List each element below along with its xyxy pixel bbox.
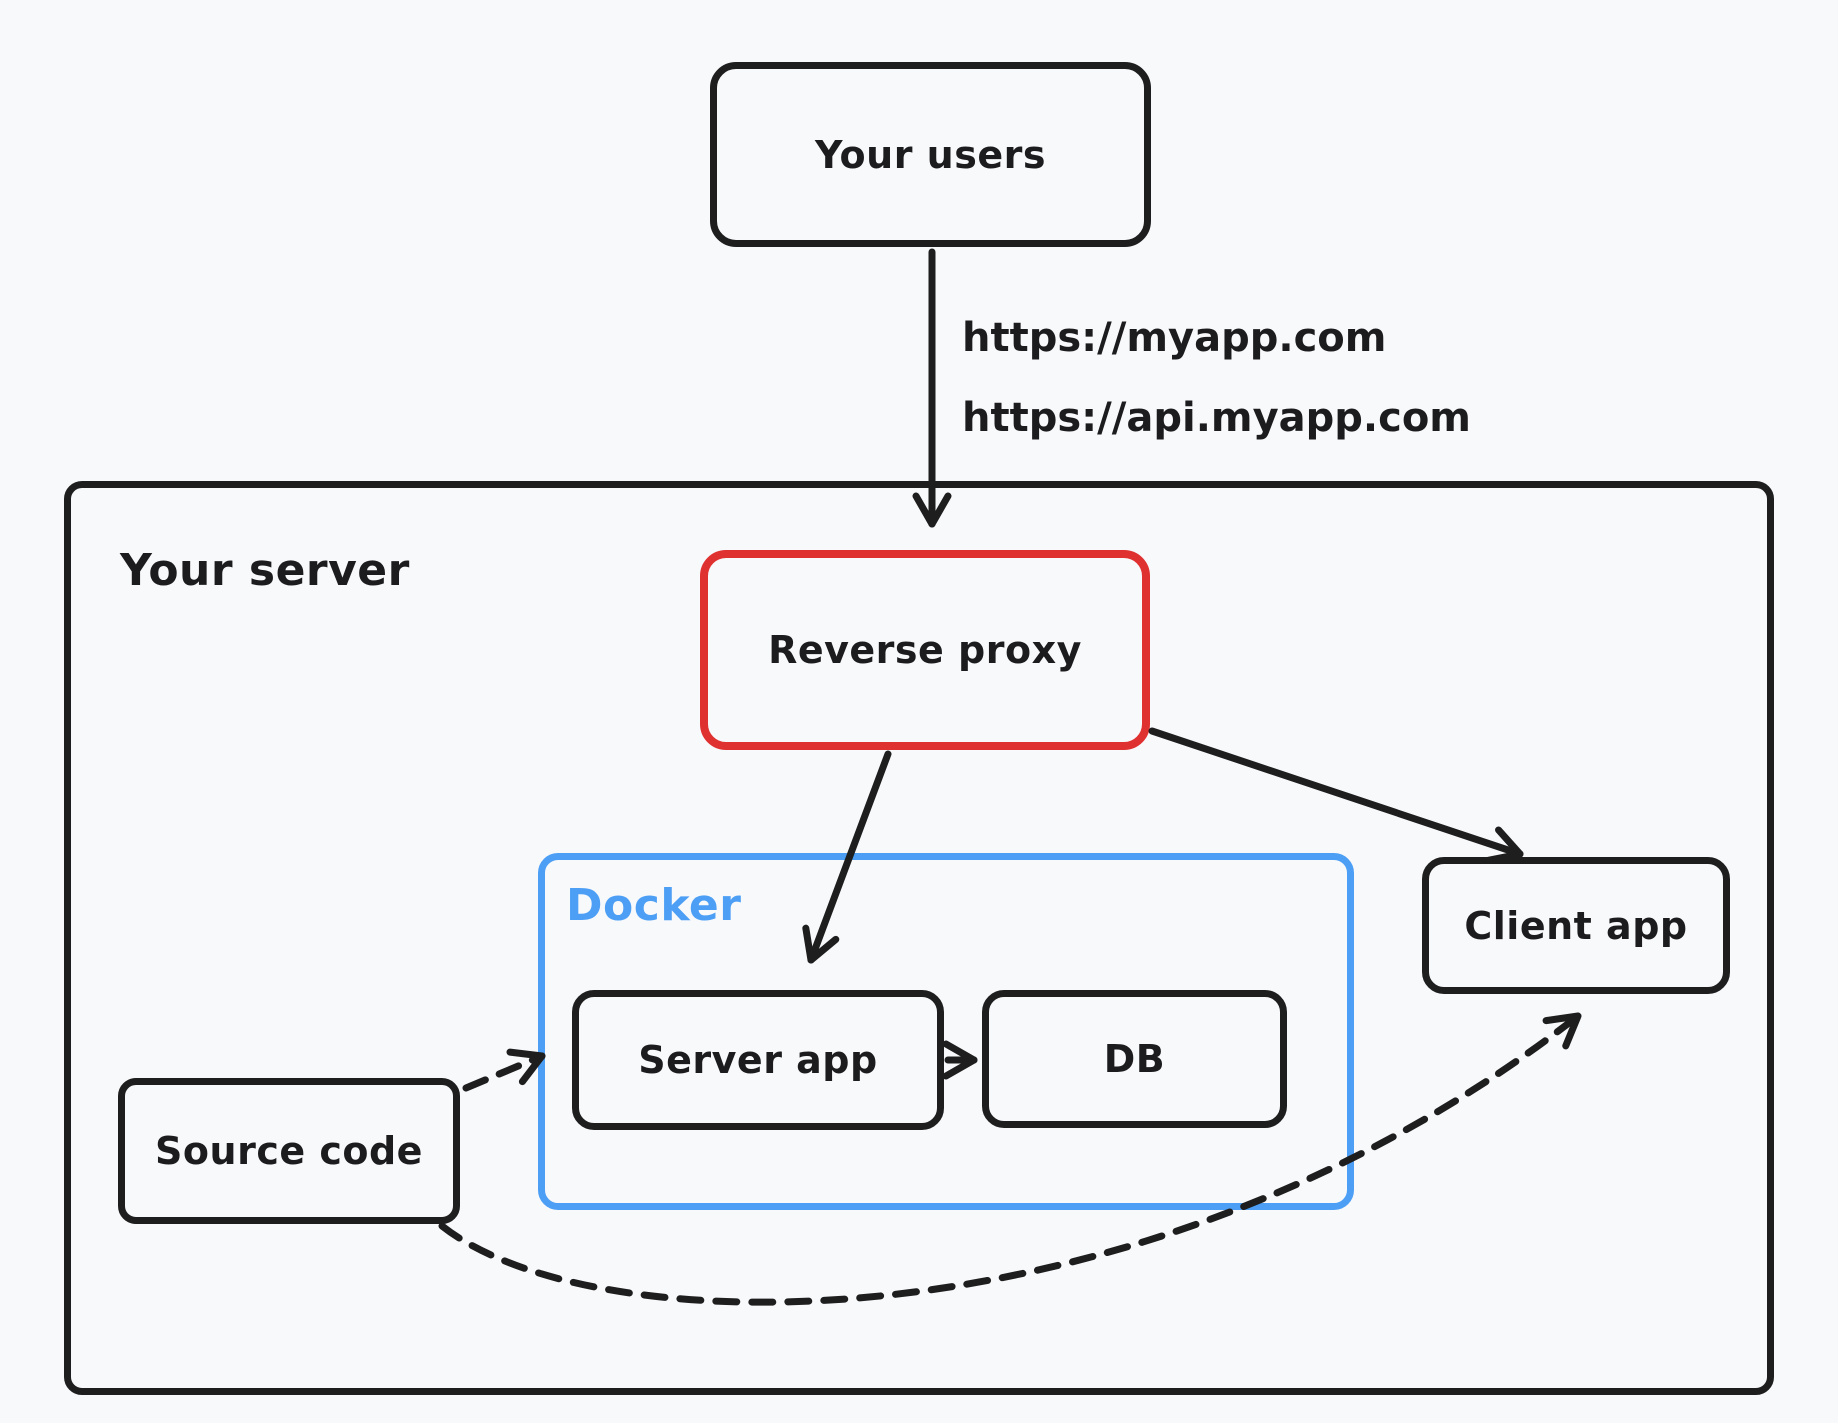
node-source-code-label: Source code: [155, 1129, 423, 1173]
node-server-app-label: Server app: [638, 1038, 878, 1082]
node-client-app: Client app: [1422, 857, 1730, 994]
node-reverse-proxy: Reverse proxy: [700, 550, 1150, 750]
node-db: DB: [982, 990, 1287, 1128]
group-docker-label: Docker: [566, 880, 742, 931]
edge-url-label-1: https://myapp.com: [962, 315, 1387, 361]
group-your-server-label: Your server: [120, 545, 410, 596]
node-client-app-label: Client app: [1464, 903, 1688, 948]
node-reverse-proxy-label: Reverse proxy: [768, 628, 1082, 672]
edge-url-labels: https://myapp.com https://api.myapp.com: [962, 298, 1471, 458]
node-source-code: Source code: [118, 1078, 460, 1224]
group-your-server: [64, 481, 1774, 1395]
node-server-app: Server app: [572, 990, 944, 1130]
edge-url-label-2: https://api.myapp.com: [962, 395, 1471, 441]
node-your-users: Your users: [710, 62, 1151, 247]
node-your-users-label: Your users: [815, 132, 1046, 177]
node-db-label: DB: [1103, 1037, 1166, 1081]
